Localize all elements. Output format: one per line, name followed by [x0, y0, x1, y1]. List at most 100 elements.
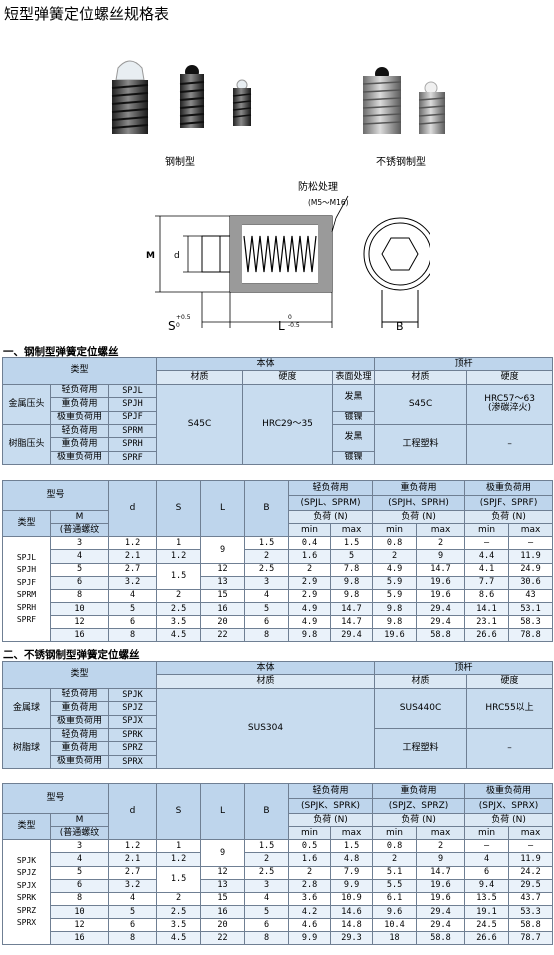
max-header: max	[330, 826, 374, 841]
cell-heavy-min: 5.9	[372, 588, 418, 603]
cell-xheavy-min: 13.5	[464, 891, 510, 906]
load-label: 轻负荷用	[50, 383, 109, 399]
dim-S-tol-dn: 0	[176, 322, 180, 329]
cell-light-min: 4.9	[288, 601, 332, 616]
cell-d: 5	[108, 904, 158, 919]
stainless-screw-small	[418, 81, 446, 134]
light-codes: (SPJK、SPRK)	[288, 798, 374, 815]
dim-B: B	[396, 320, 404, 333]
cell-light-min: 3.6	[288, 891, 332, 906]
model-header: 型号	[1, 479, 110, 512]
cell-heavy-min: 5.1	[372, 865, 418, 880]
dim-S: S	[168, 319, 176, 333]
section1-title: 一、钢制型弹簧定位螺丝	[3, 346, 119, 358]
cell-light-min: 0.4	[288, 536, 332, 551]
light-codes: (SPJL、SPRM)	[288, 495, 374, 512]
xheavy-codes: (SPJF、SPRF)	[464, 495, 554, 512]
cell-heavy-max: 9	[416, 852, 466, 867]
cell-heavy-min: 4.9	[372, 562, 418, 577]
group-resin-ball: 树脂球	[2, 727, 51, 770]
cell-S: 3.5	[156, 917, 202, 932]
cell-L: 20	[200, 614, 246, 629]
cell-d: 8	[108, 627, 158, 643]
model-code: SPRX	[107, 754, 158, 770]
page-title: 短型弹簧定位螺丝规格表	[4, 5, 170, 23]
heavy-load-header: 重负荷用	[372, 479, 466, 497]
heavy-codes: (SPJH、SPRH)	[372, 495, 466, 512]
cell-d: 2.1	[108, 549, 158, 564]
B-header: B	[244, 782, 290, 841]
xheavy-load-header: 极重负荷用	[464, 479, 554, 497]
model-code: SPJZ	[107, 701, 158, 716]
type-code: SPJL	[16, 552, 37, 562]
cell-heavy-max: 2	[416, 839, 466, 854]
cell-light-max: 7.9	[330, 865, 374, 880]
cell-heavy-max: 19.6	[416, 588, 466, 603]
group-resin-head: 树脂压头	[2, 423, 51, 466]
cell-heavy-max: 14.7	[416, 865, 466, 880]
surface-black: 发黑	[332, 423, 376, 452]
surface-header: 表面处理	[332, 370, 376, 385]
cell-light-max: 14.7	[330, 601, 374, 616]
cell-heavy-min: 2	[372, 852, 418, 867]
cell-M: 6	[49, 575, 110, 590]
cell-S: 2.5	[156, 601, 202, 616]
dim-L: L	[278, 319, 285, 333]
xheavy-load-header: 极重负荷用	[464, 782, 554, 800]
cell-xheavy-min: 26.6	[464, 930, 510, 946]
cell-light-min: 4.2	[288, 904, 332, 919]
M-sub-header: (普通螺纹	[49, 523, 110, 538]
type-code: SPRF	[16, 615, 37, 625]
cell-d: 1.2	[108, 536, 158, 551]
cell-heavy-min: 0.8	[372, 536, 418, 551]
load-label: 极重负荷用	[50, 714, 109, 729]
cell-d: 2.7	[108, 562, 158, 577]
cell-xheavy-min: 4.1	[464, 562, 510, 577]
surface-black: 发黑	[332, 383, 376, 412]
cell-B: 5	[244, 904, 290, 919]
body-hardness: HRC29～35	[242, 383, 334, 466]
cell-M: 16	[49, 930, 110, 946]
pin-hardness-metal: HRC57～63(渗碳淬火)	[466, 383, 554, 425]
dim-S-tol-up: +0.5	[176, 314, 191, 321]
cell-light-max: 10.9	[330, 891, 374, 906]
S-header: S	[156, 479, 202, 538]
cell-heavy-min: 9.8	[372, 614, 418, 629]
cell-L: 13	[200, 575, 246, 590]
load-label: 重负荷用	[50, 397, 109, 412]
type-code: SPJK	[16, 855, 37, 865]
cell-heavy-min: 2	[372, 549, 418, 564]
type-code: SPRH	[16, 602, 37, 612]
group-metal-ball: 金属球	[2, 687, 51, 729]
pin-material-resin: 工程塑料	[374, 727, 468, 770]
max-header: max	[508, 523, 554, 538]
cell-d: 4	[108, 588, 158, 603]
cell-heavy-max: 58.8	[416, 627, 466, 643]
cell-heavy-max: 29.4	[416, 601, 466, 616]
heavy-load-header: 重负荷用	[372, 782, 466, 800]
pin-hardness-resin: –	[466, 423, 554, 466]
section2-title: 二、不锈钢制型弹簧定位螺丝	[3, 649, 140, 661]
type-header: 类型	[2, 510, 51, 538]
cell-d: 4	[108, 891, 158, 906]
cell-B: 2.5	[244, 562, 290, 577]
cell-M: 10	[49, 601, 110, 616]
max-header: max	[416, 523, 466, 538]
pin-hardness-metal: HRC55以上	[466, 687, 554, 729]
pin-hardness-line1: HRC57～63	[484, 394, 535, 405]
pin-hardness-line2: (渗碳淬火)	[488, 403, 532, 414]
cell-L: 12	[200, 865, 246, 880]
cell-B: 4	[244, 588, 290, 603]
cell-heavy-max: 2	[416, 536, 466, 551]
cell-light-min: 2	[288, 562, 332, 577]
type-code: SPJF	[16, 577, 37, 587]
cell-xheavy-min: 23.1	[464, 614, 510, 629]
max-header: max	[508, 826, 554, 841]
cell-d: 2.1	[108, 852, 158, 867]
model-code: SPJL	[107, 383, 158, 399]
